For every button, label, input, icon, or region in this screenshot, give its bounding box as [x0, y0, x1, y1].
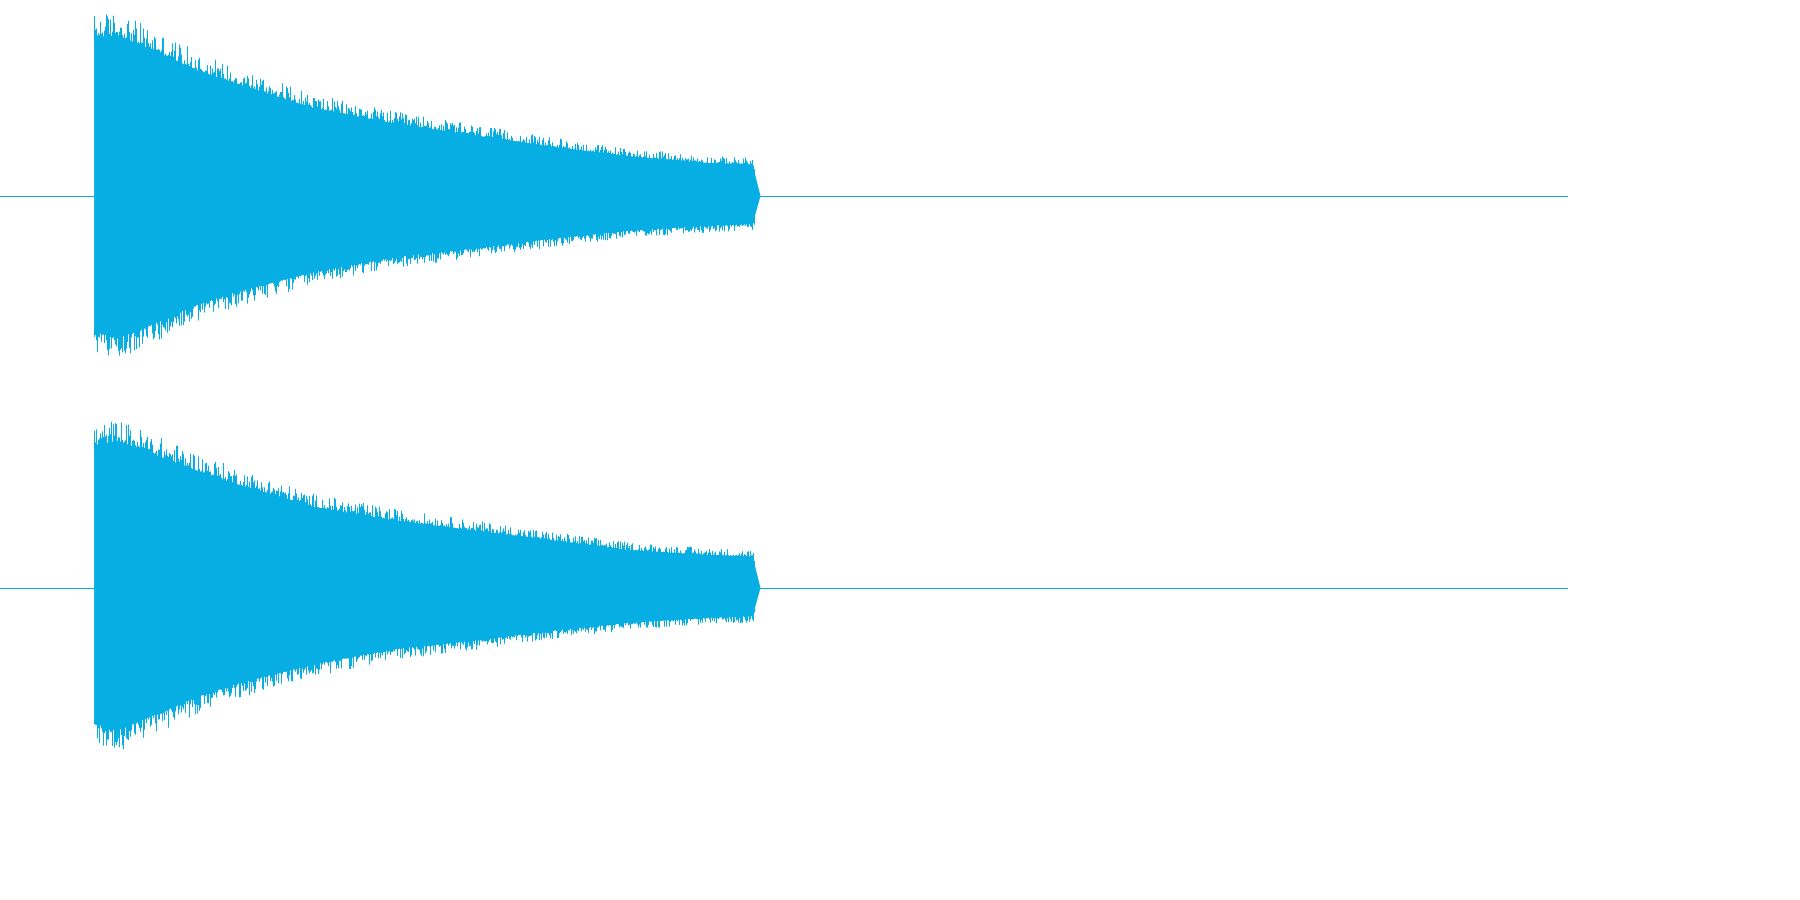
waveform-svg [0, 14, 1568, 750]
channel-2-peaks [94, 421, 755, 750]
channel-1 [0, 14, 1568, 356]
channel-1-waveform [94, 35, 761, 339]
waveform-view [0, 14, 1568, 750]
channel-1-peaks [94, 14, 755, 356]
channel-2-waveform [94, 440, 761, 731]
channel-2 [0, 421, 1568, 750]
